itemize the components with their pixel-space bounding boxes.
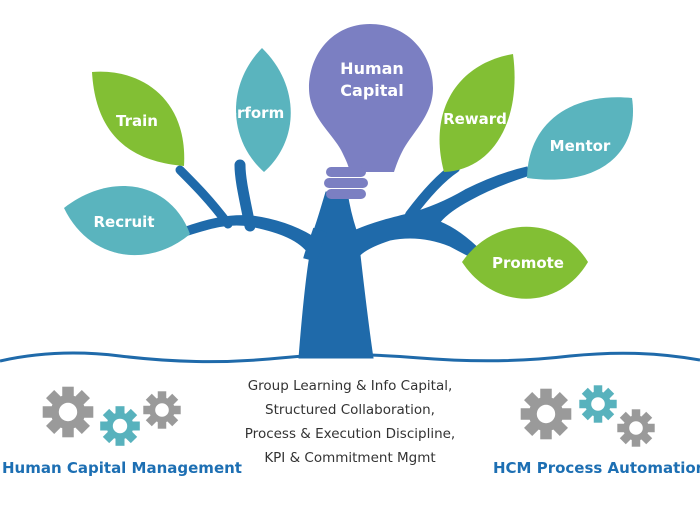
- gear-icon: [100, 406, 140, 446]
- leaf-promote-label: Promote: [492, 254, 564, 272]
- list-item: Structured Collaboration,: [265, 402, 435, 418]
- gear-icon: [143, 391, 181, 429]
- list-item: Process & Execution Discipline,: [244, 426, 456, 442]
- leaf-train-label: Train: [116, 112, 158, 130]
- leaf-promote: Promote: [462, 226, 588, 299]
- bulb-label-line1: Human: [340, 59, 404, 78]
- leaf-perform-label: Perform: [216, 104, 284, 122]
- right-caption: HCM Process Automation: [493, 459, 700, 477]
- gear-icon: [520, 388, 572, 440]
- leaf-train: Train: [92, 71, 185, 166]
- leaf-reward-label: Reward: [443, 110, 507, 128]
- list-item: Group Learning & Info Capital,: [247, 378, 453, 394]
- leaf-perform: Perform: [216, 48, 291, 172]
- leaf-recruit: Recruit: [64, 186, 190, 256]
- center-text-list: Group Learning & Info Capital, Structure…: [200, 374, 500, 470]
- bulb-label-line2: Capital: [340, 81, 403, 100]
- leaf-recruit-label: Recruit: [93, 213, 154, 231]
- left-caption: Human Capital Management: [2, 459, 242, 477]
- gear-group-left: [42, 386, 181, 446]
- gear-icon: [42, 386, 94, 438]
- gear-group-right: [520, 385, 655, 447]
- leaf-reward: Reward: [439, 54, 515, 172]
- list-item: KPI & Commitment Mgmt: [264, 450, 436, 466]
- gear-icon: [579, 385, 617, 423]
- gear-icon: [617, 409, 655, 447]
- leaf-mentor-label: Mentor: [550, 137, 611, 155]
- leaf-mentor: Mentor: [527, 97, 634, 180]
- lightbulb-icon: Human Capital: [309, 24, 433, 199]
